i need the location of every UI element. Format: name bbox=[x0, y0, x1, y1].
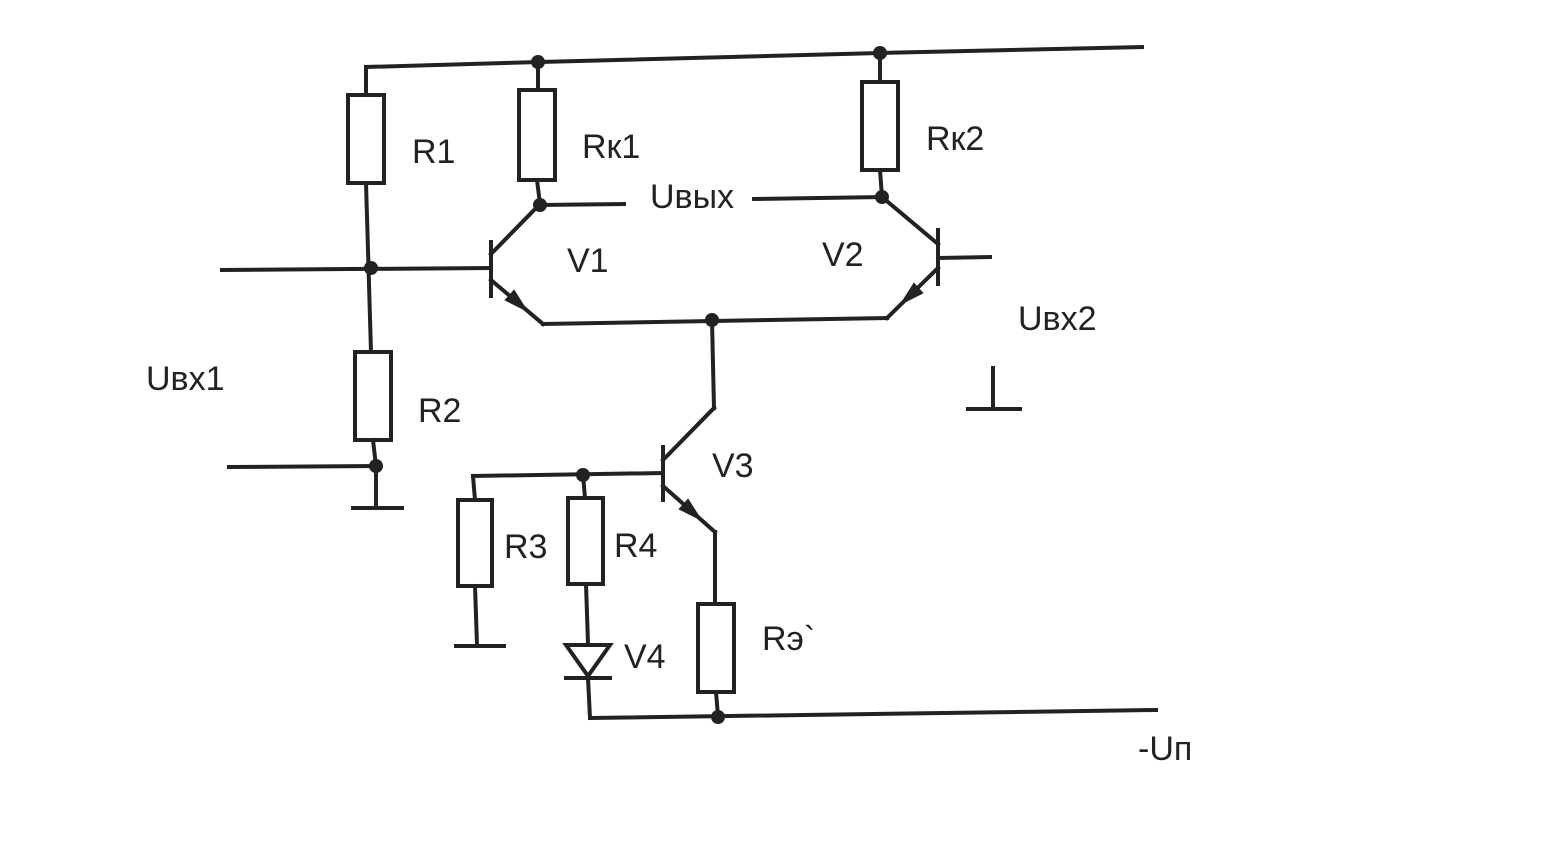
label-v4: V4 bbox=[624, 638, 666, 676]
label-rk1: Rк1 bbox=[582, 128, 640, 166]
label-u-in2: Uвх2 bbox=[1018, 300, 1097, 338]
label-u-in1: Uвх1 bbox=[146, 360, 225, 398]
transistor-v2 bbox=[879, 194, 993, 321]
transistor-v1 bbox=[488, 201, 546, 327]
top-supply-rail bbox=[364, 44, 1145, 97]
junction-dot bbox=[533, 198, 547, 212]
resistor-r1 bbox=[346, 93, 386, 355]
label-r2: R2 bbox=[418, 392, 461, 430]
resistor-r4 bbox=[566, 496, 605, 647]
label-r1: R1 bbox=[412, 133, 455, 171]
junction-dot bbox=[369, 459, 383, 473]
resistor-rk2 bbox=[860, 51, 900, 200]
label-re: Rэ` bbox=[762, 620, 815, 658]
resistor-r2 bbox=[353, 350, 393, 510]
junction-dot bbox=[531, 55, 545, 69]
label-u-supply: -Uп bbox=[1138, 730, 1192, 768]
label-v2: V2 bbox=[822, 236, 864, 274]
resistor-re bbox=[696, 602, 736, 719]
junction-dot bbox=[576, 468, 590, 482]
junction-dot bbox=[875, 190, 889, 204]
label-rk2: Rк2 bbox=[926, 120, 984, 158]
transistor-v3 bbox=[660, 405, 718, 606]
junction-dot bbox=[711, 710, 725, 724]
input1-lower-lead bbox=[226, 463, 379, 470]
resistor-rk1 bbox=[517, 60, 557, 207]
junction-dot bbox=[364, 261, 378, 275]
junction-dot bbox=[705, 313, 719, 327]
bottom-supply-rail bbox=[587, 707, 1159, 721]
label-r4: R4 bbox=[614, 527, 657, 565]
label-r3: R3 bbox=[504, 528, 547, 566]
v3-base-bias bbox=[470, 470, 666, 503]
junction-dot bbox=[873, 46, 887, 60]
label-u-out: Uвых bbox=[650, 178, 734, 216]
label-v3: V3 bbox=[712, 447, 754, 485]
output-leads bbox=[537, 194, 885, 208]
resistor-r3 bbox=[456, 498, 494, 648]
emitter-bus bbox=[540, 315, 890, 411]
diode-v4 bbox=[562, 643, 614, 721]
input1-base-lead bbox=[219, 265, 493, 273]
label-v1: V1 bbox=[567, 242, 609, 280]
ground-symbol bbox=[966, 366, 1022, 411]
